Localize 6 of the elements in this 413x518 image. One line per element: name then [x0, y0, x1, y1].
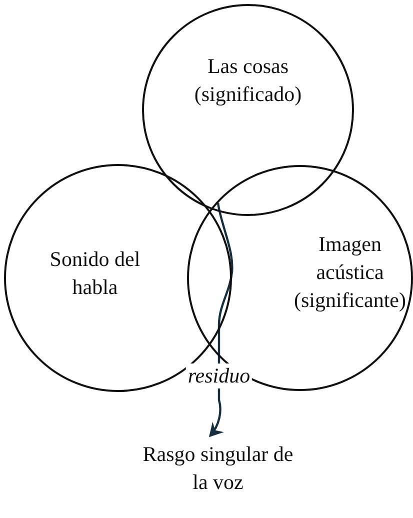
text-label: Rasgo singular de la voz [138, 440, 298, 496]
circle-label: Las cosas (significado) [160, 52, 336, 108]
circle-label: Sonido del habla [30, 245, 160, 301]
circle-label: Imagen acústica (significante) [285, 230, 413, 314]
wavy-arrow [209, 202, 234, 438]
edge-label: residuo [186, 364, 252, 388]
